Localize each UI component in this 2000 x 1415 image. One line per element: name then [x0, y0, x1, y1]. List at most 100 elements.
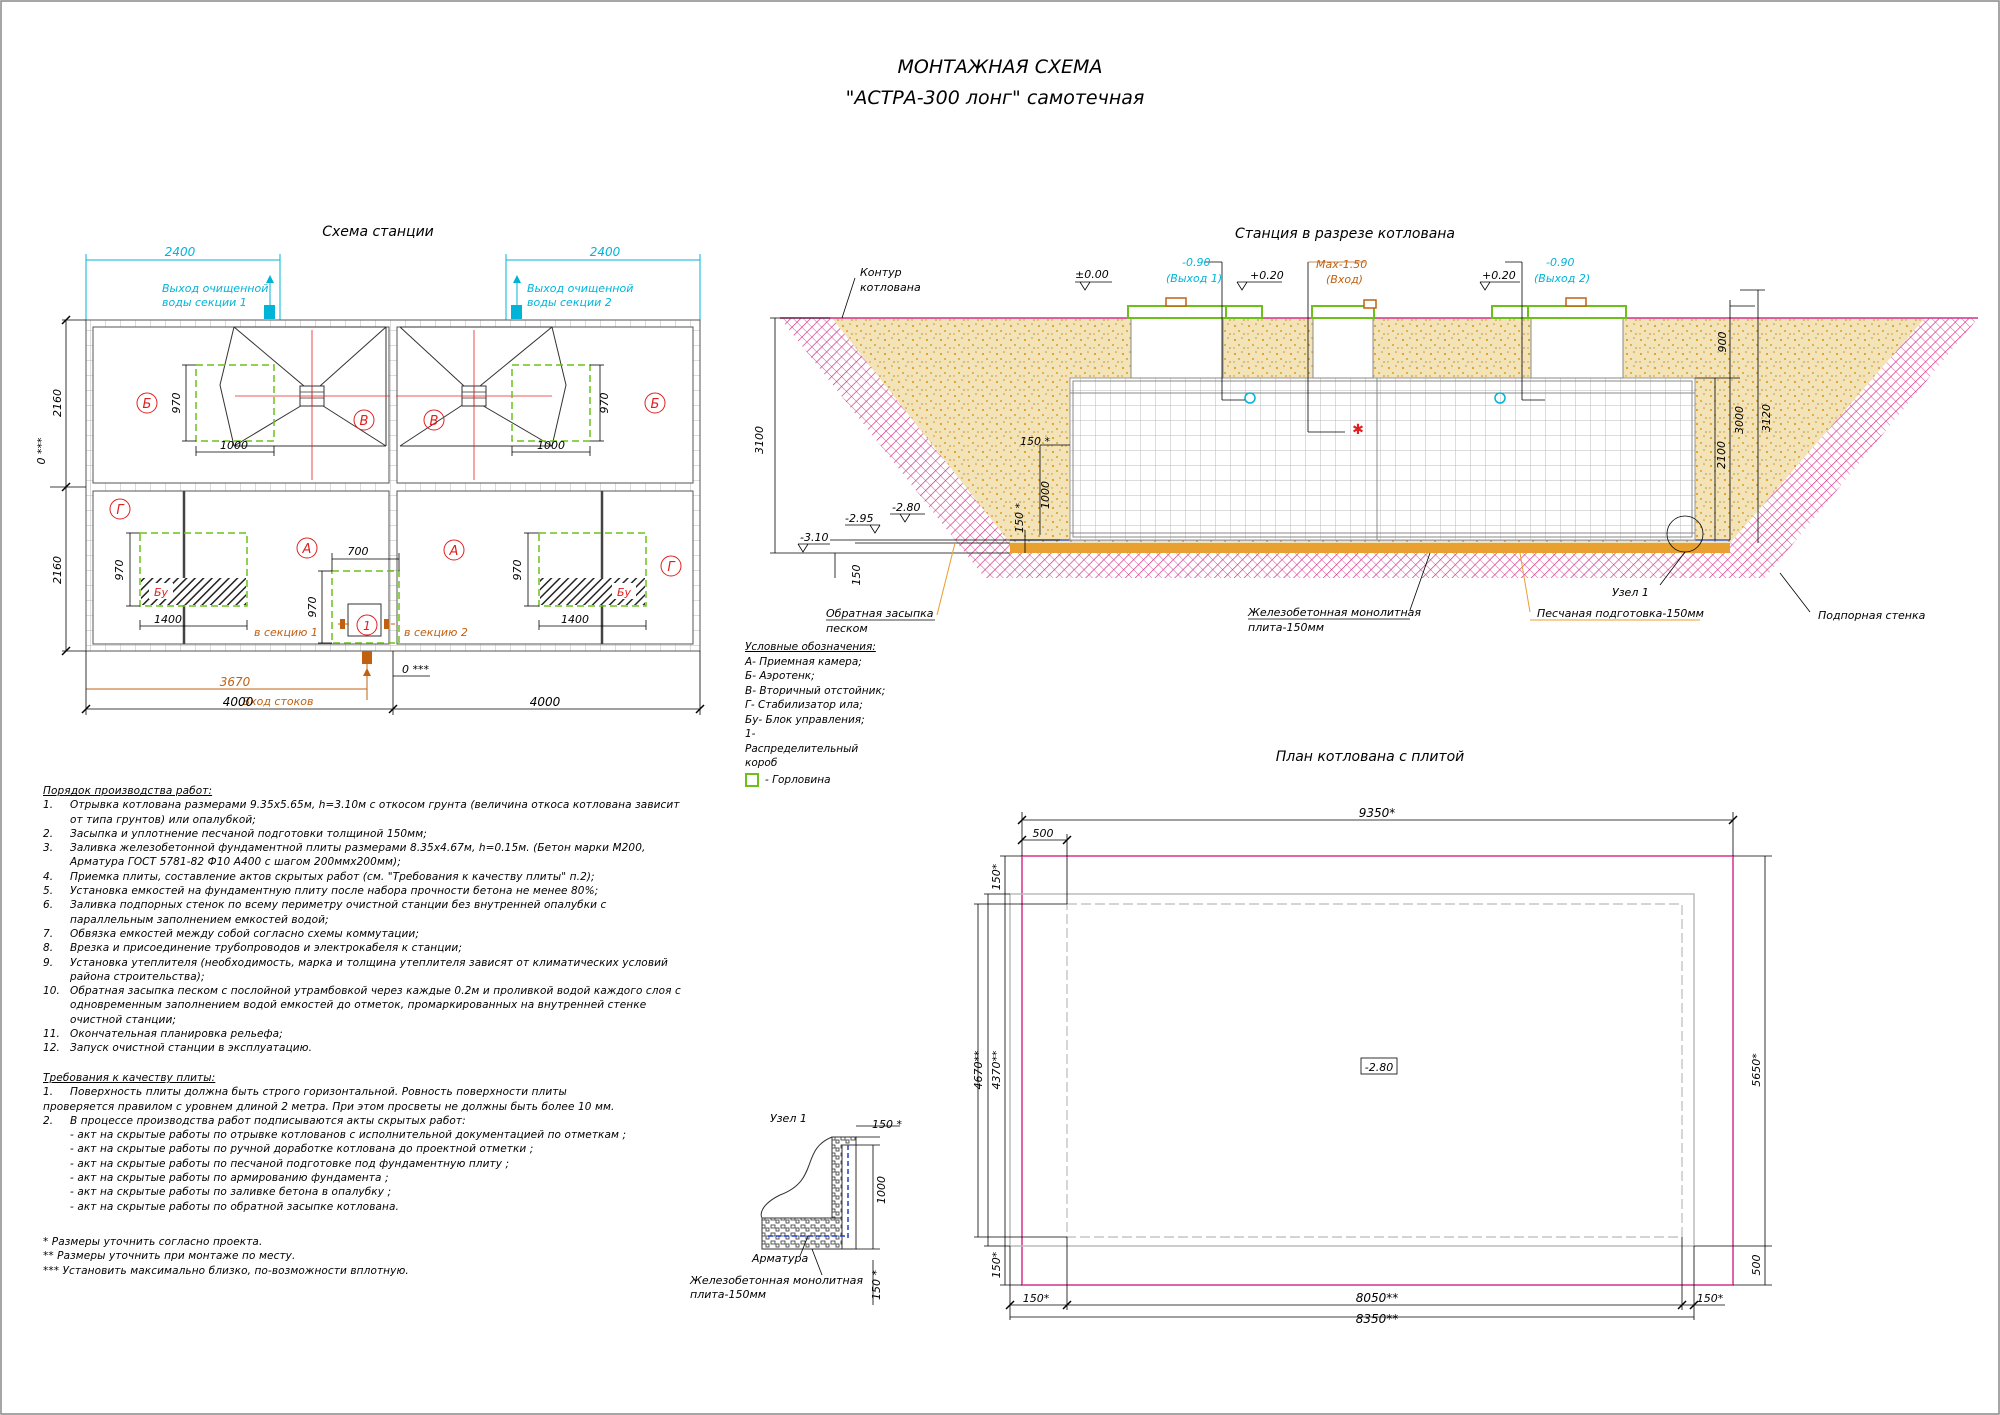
outlet-2-label-1: Выход очищенной: [527, 282, 633, 295]
footnote-2: ** Размеры уточнить при монтаже по месту…: [43, 1250, 296, 1263]
neck-b-right: [511, 364, 591, 442]
dim-150: 150: [850, 565, 863, 586]
plan-center-elev: -2.80: [1365, 1061, 1393, 1074]
neck-b-left: [195, 364, 275, 442]
plan-5650: 5650*: [1750, 1053, 1763, 1087]
zone-v-right: В: [430, 414, 439, 429]
neck-section-2: [1530, 317, 1624, 379]
outlet-pipe-1: [264, 305, 275, 319]
work-item-text: Врезка и присоединение трубопроводов и э…: [70, 942, 462, 955]
neck-section-1: [1130, 317, 1224, 379]
zero-left: 0 ***: [35, 437, 48, 464]
node-1-detail: Узел 1 150 * 1000 150 * Арматура Железоб…: [689, 1112, 902, 1305]
node-150-bottom: 150 *: [870, 1270, 883, 1300]
out1-label: (Выход 1): [1166, 272, 1222, 285]
zone-a-left: А: [302, 542, 312, 557]
plan-4670: 4670**: [972, 1050, 985, 1089]
module-upper-right: [396, 326, 694, 484]
work-item-number: 8.: [43, 942, 54, 955]
dim-150-star-v: 150 *: [1013, 503, 1026, 533]
dim-2100: 2100: [1715, 441, 1728, 469]
act-1: - акт на скрытые работы по отрывке котло…: [70, 1129, 627, 1142]
outlet-pipe-2: [511, 305, 522, 319]
elev-280: -2.80: [892, 501, 920, 514]
work-item: 9.Установка утеплителя (необходимость, м…: [43, 956, 693, 985]
dim-4000-left: 4000: [223, 695, 254, 709]
neck-b-left-970: 970: [170, 393, 183, 414]
dim-4000-right: 4000: [530, 695, 561, 709]
node-1000: 1000: [875, 1176, 888, 1204]
station-scheme: Схема станции 2400 2400 Выход очищенной …: [35, 224, 705, 715]
sand-bed: [1010, 543, 1730, 553]
work-item-text: Запуск очистной станции в эксплуатацию.: [70, 1042, 313, 1055]
work-item: 12.Запуск очистной станции в эксплуатаци…: [43, 1041, 693, 1055]
inlet-label: Вход стоков: [243, 695, 314, 708]
elev-310: -3.10: [800, 531, 828, 544]
legend-item-a: А- Приемная камера;: [745, 655, 862, 668]
work-item-number: 6.: [43, 899, 54, 912]
neck-g-right-1400: 1400: [561, 613, 589, 626]
quality-item-1: Поверхность плиты должна быть строго гор…: [70, 1086, 567, 1099]
work-item-number: 4.: [43, 870, 54, 883]
outlet-1-label-2: воды секции 1: [162, 296, 247, 309]
backfill-1: Обратная засыпка: [826, 607, 934, 620]
work-order: Порядок производства работ: 1.Отрывка ко…: [43, 784, 693, 1056]
pit-contour-2: котлована: [860, 281, 921, 294]
quality-item-1-num: 1.: [43, 1086, 54, 1099]
work-item: 3.Заливка железобетонной фундаментной пл…: [43, 841, 693, 870]
node-slab-1: Железобетонная монолитная: [689, 1274, 863, 1287]
legend-item-bu: Бу- Блок управления;: [745, 713, 865, 726]
slab-outline: [1009, 893, 1695, 1247]
plan-9350: 9350*: [1359, 806, 1396, 820]
elev-plus-right: +0.20: [1482, 269, 1516, 282]
title-line-1: МОНТАЖНАЯ СХЕМА: [898, 56, 1103, 78]
title-line-2: "АСТРА-300 лонг" самотечная: [846, 87, 1145, 109]
work-item-text: Заливка подпорных стенок по всему периме…: [70, 899, 607, 926]
plan-heading: План котлована с плитой: [1276, 749, 1465, 765]
work-item-number: 11.: [43, 1028, 60, 1041]
sand-bed-label: Песчаная подготовка-150мм: [1537, 607, 1704, 620]
neck-g-left-1400: 1400: [154, 613, 182, 626]
zone-b-left: Б: [143, 397, 152, 412]
inlet-value: Max-1.50: [1316, 258, 1367, 271]
work-item: 2.Засыпка и уплотнение песчаной подготов…: [43, 827, 693, 841]
zone-v-left: В: [360, 414, 369, 429]
footnotes: * Размеры уточнить согласно проекта. ** …: [43, 1235, 693, 1278]
to-section-1: в секцию 1: [254, 626, 318, 639]
dim-150-star: 150 *: [1020, 435, 1050, 448]
zone-g-right: Г: [667, 560, 676, 575]
dim-2160-lower: 2160: [51, 556, 64, 584]
out2-label: (Выход 2): [1534, 272, 1590, 285]
work-item: 6. Заливка подпорных стенок по всему пери…: [43, 898, 693, 927]
retaining-wall-label: Подпорная стенка: [1818, 609, 1926, 622]
work-item-text: Засыпка и уплотнение песчаной подготовки…: [70, 827, 427, 840]
section-heading: Станция в разрезе котлована: [1235, 226, 1455, 242]
zone-a-right: А: [449, 544, 459, 559]
work-item: 8. Врезка и присоединение трубопроводов и…: [43, 941, 693, 955]
pit-outline: [1021, 855, 1734, 1286]
plan-150-left-top: 150*: [990, 863, 1003, 890]
work-item-text: Отрывка котлована размерами 9.35х5.65м, …: [70, 799, 680, 826]
work-item: 1.Отрывка котлована размерами 9.35х5.65м…: [43, 798, 693, 827]
neck-section-inlet: [1312, 317, 1374, 379]
dim-900: 900: [1716, 332, 1729, 353]
neck-swatch: [745, 772, 759, 787]
dim-2160-upper: 2160: [51, 389, 64, 417]
zone-b-right: Б: [651, 397, 660, 412]
plan-150-left-bottom: 150*: [990, 1251, 1003, 1278]
plan-8050: 8050**: [1356, 1291, 1399, 1305]
plan-4370: 4370**: [990, 1050, 1003, 1089]
neck-g-right-970: 970: [511, 560, 524, 581]
node-1-label: Узел 1: [1612, 586, 1649, 599]
work-item-number: 9.: [43, 956, 54, 969]
zero-bottom: 0 ***: [402, 663, 429, 676]
pit-contour-1: Контур: [860, 266, 902, 279]
act-3: - акт на скрытые работы по песчаной подг…: [70, 1157, 510, 1170]
station-body: [1069, 377, 1696, 541]
quality-item-2: В процессе производства работ подписываю…: [70, 1114, 466, 1127]
work-item: 5.Установка емкостей на фундаментную пли…: [43, 884, 693, 898]
quality-heading: Требования к качеству плиты:: [43, 1072, 216, 1084]
slab-2: плита-150мм: [1248, 621, 1324, 634]
work-item: 11.Окончательная планировка рельефа;: [43, 1027, 693, 1041]
